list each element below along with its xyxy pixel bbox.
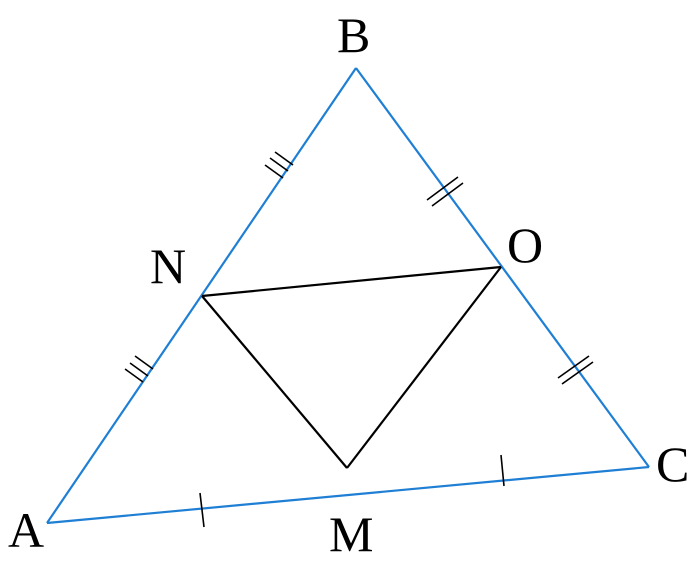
tick-mark-an [124,355,154,383]
tick-mark-mc [500,454,505,487]
label-b: B [337,7,370,63]
label-n: N [150,238,186,294]
inner-triangle [201,265,502,469]
label-o: O [507,217,543,273]
tick-mark-am [199,492,205,528]
outer-triangle [46,67,650,525]
side-ca [46,465,650,525]
tick-mark-oc [557,355,594,385]
segment-no [201,265,502,298]
label-a: A [8,502,44,558]
label-c: C [656,436,689,492]
side-bc [355,67,650,468]
tick-mark-nb [264,151,294,179]
segment-mn [201,295,348,469]
label-m: M [329,506,373,562]
side-ab [46,67,357,524]
segment-om [346,266,502,469]
tick-mark-bo [426,176,464,207]
tick-marks [124,151,594,528]
